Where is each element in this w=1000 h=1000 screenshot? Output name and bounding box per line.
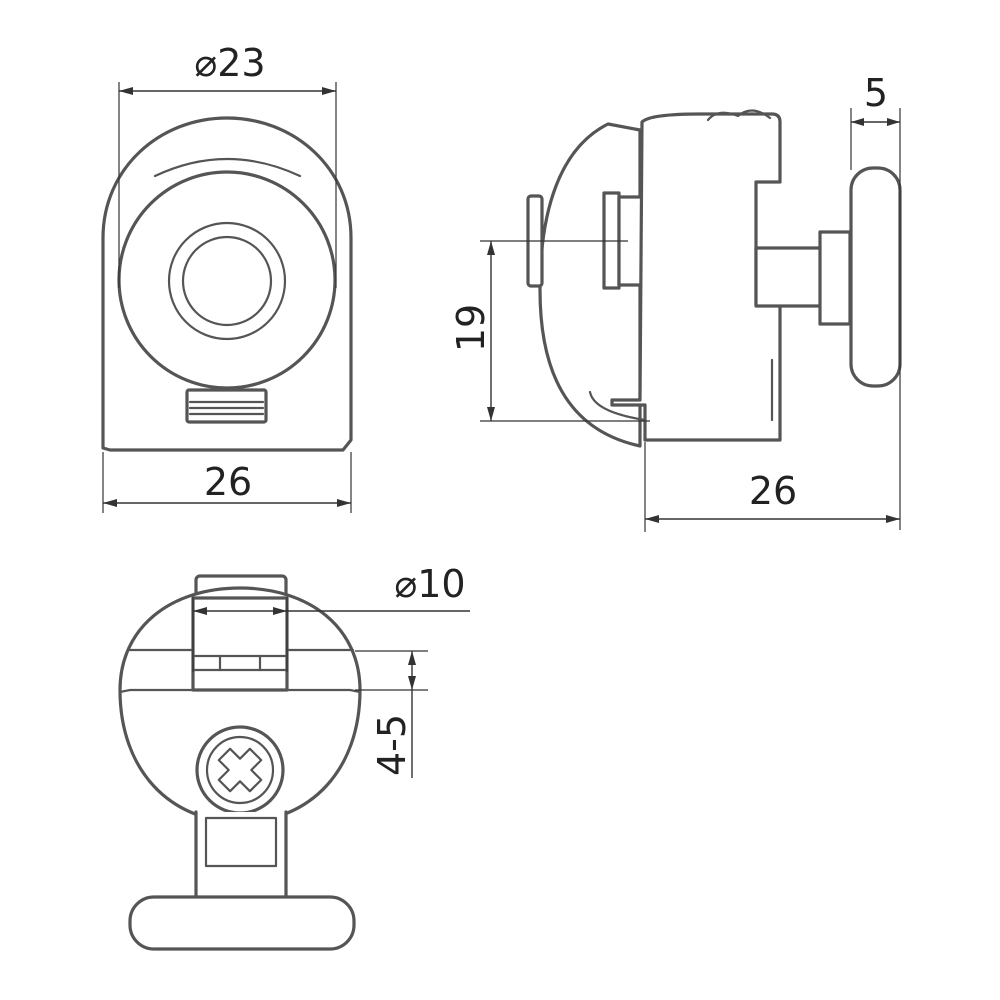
side-depth-dimension: 26: [644, 442, 900, 532]
side-body: [610, 112, 782, 442]
side-depth-label: 26: [749, 469, 797, 513]
top-axle-diameter-dimension: ⌀10: [192, 562, 470, 672]
side-wheel-width-dimension: 5: [850, 71, 901, 530]
front-hub-inner: [181, 235, 273, 327]
front-width-dimension: 26: [102, 452, 352, 513]
front-wheel: [117, 170, 337, 390]
side-offset-dimension: 19: [449, 240, 650, 422]
front-diameter-dimension: ⌀23: [118, 41, 337, 288]
front-view: ⌀23 26: [101, 41, 353, 513]
front-hub-outer: [167, 221, 287, 341]
top-wheel: [128, 895, 356, 951]
front-diameter-label: ⌀23: [194, 41, 265, 85]
side-wheel: [849, 166, 902, 388]
top-view: ⌀10 4-5: [118, 562, 470, 951]
cross-screw-icon: [217, 747, 263, 793]
front-adjuster-clip: [185, 388, 268, 424]
front-top-arc: [153, 158, 302, 178]
side-wheel-width-label: 5: [864, 71, 888, 115]
side-offset-label: 19: [449, 304, 493, 352]
top-glass-thickness-dimension: 4-5: [355, 650, 428, 778]
top-screw-outer: [195, 725, 285, 815]
front-width-label: 26: [204, 460, 252, 504]
top-axle-diameter-label: ⌀10: [394, 562, 465, 606]
top-stem: [194, 810, 288, 907]
top-glass-thickness-label: 4-5: [370, 714, 414, 776]
top-screw-head: [205, 735, 275, 805]
side-axle: [754, 246, 828, 308]
top-axle-core: [191, 596, 289, 692]
side-view: 5 19 26: [449, 71, 902, 532]
